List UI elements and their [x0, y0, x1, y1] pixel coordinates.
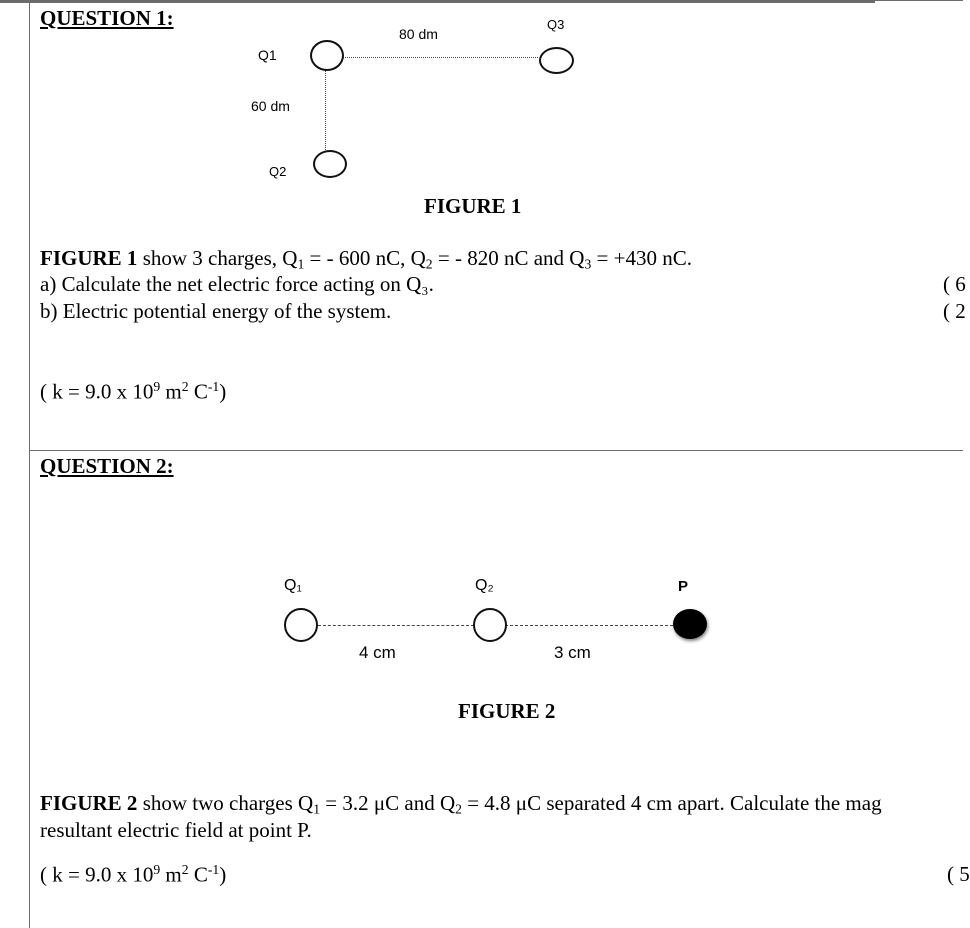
question-1b: b) Electric potential energy of the syst…: [40, 299, 392, 323]
line-q1-q2: [325, 70, 326, 150]
point-p-label: P: [678, 578, 689, 595]
question-1b-marks: ( 2: [943, 299, 966, 323]
left-border: [29, 0, 30, 928]
line-q1-q2: [318, 625, 474, 626]
q1-label: Q₁: [284, 577, 302, 594]
charge-q1: [284, 608, 318, 642]
question-2-description-line-2: resultant electric field at point P.: [40, 818, 312, 842]
q3-label: Q3: [547, 17, 565, 32]
charge-q2: [473, 608, 507, 642]
question-2-marks: ( 5: [947, 862, 970, 886]
question-2-description: FIGURE 2 show two charges Q1 = 3.2 μC an…: [40, 791, 882, 817]
question-1a-marks: ( 6: [943, 272, 966, 296]
distance-horizontal-label: 80 dm: [399, 26, 438, 42]
line-q2-p: [505, 625, 673, 626]
distance-label-2: 3 cm: [554, 643, 591, 662]
top-border: [0, 0, 875, 3]
question-1-description: FIGURE 1 show 3 charges, Q1 = - 600 nC, …: [40, 246, 692, 272]
top-border-right: [875, 0, 963, 1]
question-1-title: QUESTION 1:: [40, 6, 174, 30]
q2-label: Q2: [269, 164, 287, 179]
question-2-constant: ( k = 9.0 x 109 m2 C-1): [40, 862, 227, 887]
line-q1-q3: [342, 57, 538, 58]
section-divider: [29, 450, 963, 451]
q2-label: Q₂: [475, 577, 494, 594]
distance-vertical-label: 60 dm: [251, 98, 290, 114]
question-2-title: QUESTION 2:: [40, 454, 174, 478]
charge-q1: [310, 40, 344, 71]
q1-label: Q1: [258, 47, 277, 63]
figure-2-caption: FIGURE 2: [458, 699, 556, 723]
question-1-constant: ( k = 9.0 x 109 m2 C-1): [40, 379, 227, 404]
figure-1-caption: FIGURE 1: [424, 194, 522, 218]
distance-label-1: 4 cm: [359, 643, 396, 662]
charge-q3: [539, 47, 574, 74]
point-p-dot: [673, 609, 707, 639]
charge-q2: [313, 150, 347, 178]
question-1a: a) Calculate the net electric force acti…: [40, 272, 434, 296]
